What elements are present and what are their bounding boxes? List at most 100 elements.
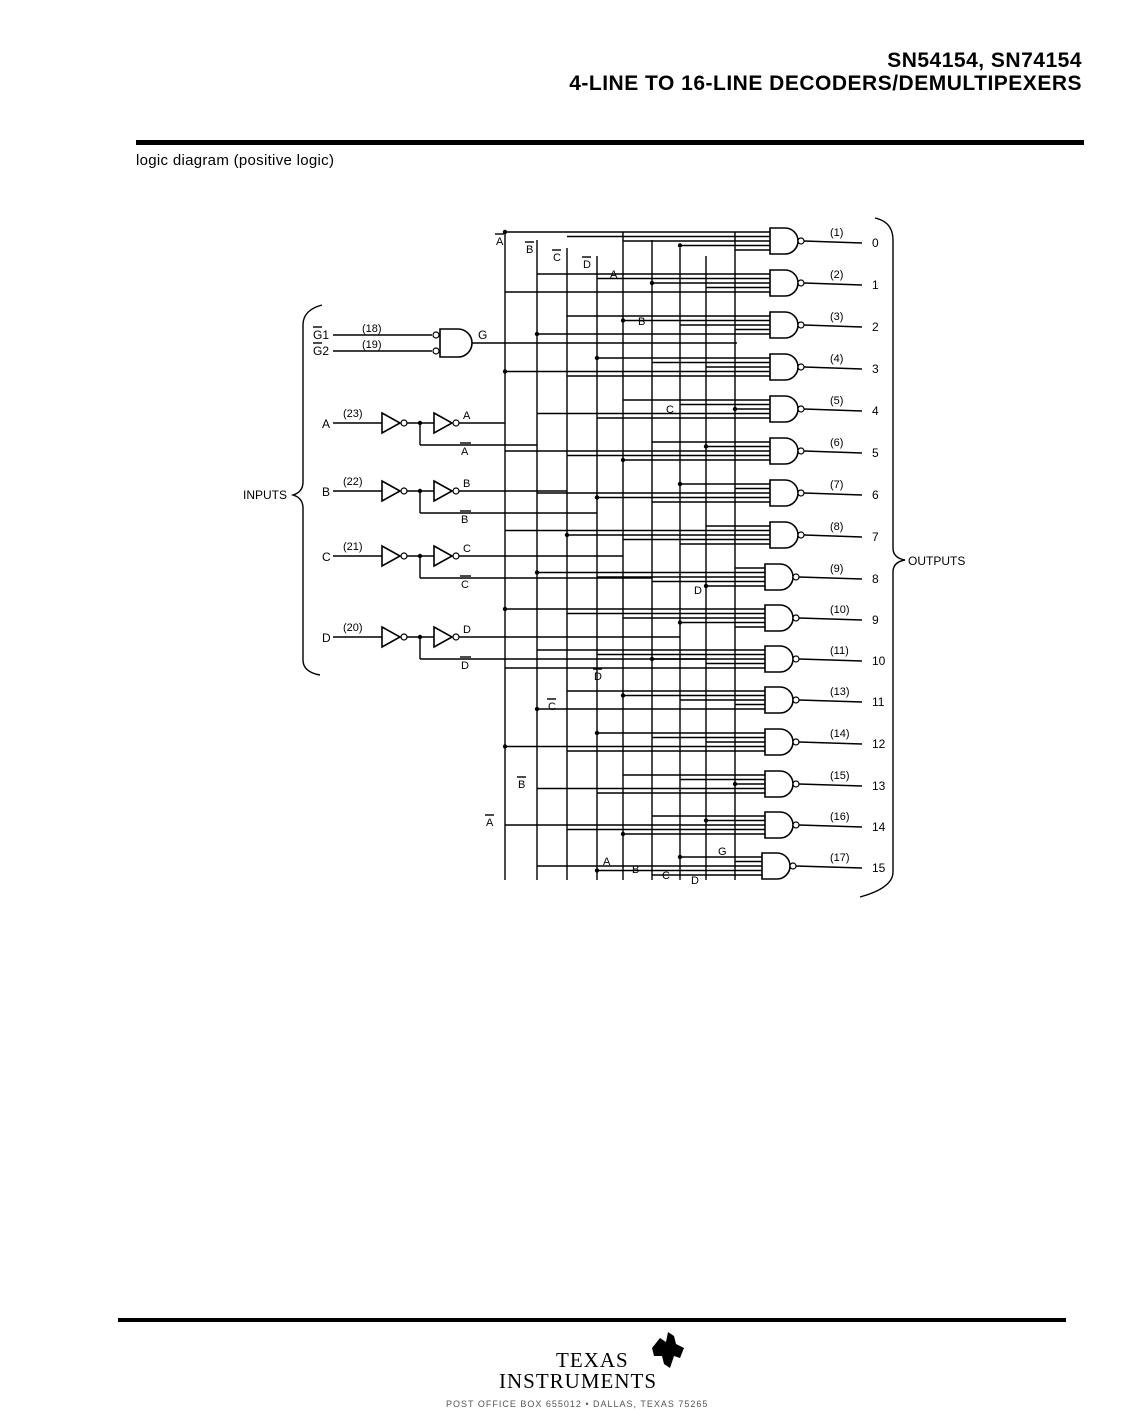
output-number-label: 4 xyxy=(872,404,879,418)
inversion-bubble xyxy=(452,487,460,495)
output-wire xyxy=(798,617,863,621)
junction-dot xyxy=(677,243,683,248)
junction-dot xyxy=(620,318,626,323)
diagram-caption: logic diagram (positive logic) xyxy=(136,152,335,169)
outputs-brace xyxy=(859,217,906,898)
output-wire xyxy=(803,450,863,454)
document-title: 4-LINE TO 16-LINE DECODERS/DEMULTIPEXERS xyxy=(569,72,1082,95)
ti-emblem-icon: ti xyxy=(652,1332,684,1368)
output-pin-label: (2) xyxy=(830,269,843,281)
nand-gate xyxy=(769,269,799,297)
junction-dot xyxy=(534,706,540,712)
true-output-label: B xyxy=(463,478,470,490)
part-numbers: SN54154, SN74154 xyxy=(887,49,1082,72)
bus-label: D xyxy=(694,585,702,597)
nand-gate xyxy=(769,479,799,507)
company-address: POST OFFICE BOX 655012 • DALLAS, TEXAS 7… xyxy=(446,1399,709,1409)
output-pin-label: (6) xyxy=(830,437,843,449)
input-section xyxy=(333,328,737,660)
inputs-brace xyxy=(290,304,323,676)
output-pin-label: (5) xyxy=(830,395,843,407)
bus-label: B xyxy=(526,244,533,256)
bus-label: A xyxy=(496,236,504,248)
output-pin-label: (13) xyxy=(830,686,850,698)
output-wire xyxy=(798,741,863,745)
inversion-bubble xyxy=(797,405,805,413)
nand-gate xyxy=(769,227,799,255)
nand-gate xyxy=(769,395,799,423)
inversion-bubble xyxy=(797,237,805,245)
bus-label: A xyxy=(610,269,618,281)
output-number-label: 12 xyxy=(872,737,886,751)
output-number-label: 14 xyxy=(872,820,886,834)
enable-pin-label: (18) xyxy=(362,323,382,335)
output-wire xyxy=(798,658,863,662)
nand-gates xyxy=(502,227,863,880)
true-output-label: C xyxy=(463,543,471,555)
junction-dot xyxy=(649,280,655,286)
enable-input-label: G2 xyxy=(313,344,329,358)
inversion-bubble xyxy=(452,633,460,641)
inversion-bubble xyxy=(452,552,460,560)
true-output-label: A xyxy=(463,410,471,422)
junction-dot xyxy=(534,570,540,575)
data-input-label: C xyxy=(322,550,331,564)
nand-gate xyxy=(769,353,799,381)
junction-dot xyxy=(677,620,683,625)
texas-instruments-logo: TEXAS INSTRUMENTS ti xyxy=(496,1330,696,1394)
outputs-label: OUTPUTS xyxy=(908,554,965,568)
junction-dot xyxy=(594,495,600,500)
inversion-bubble xyxy=(797,489,805,497)
output-wire xyxy=(803,366,863,370)
bus-label: A xyxy=(603,856,611,868)
enable-output-label: G xyxy=(478,328,487,342)
buffer xyxy=(433,625,454,649)
inversion-bubble xyxy=(432,331,440,339)
data-pin-label: (23) xyxy=(343,408,363,420)
nand-gate xyxy=(761,852,791,880)
buffer xyxy=(433,479,454,503)
junction-dot xyxy=(732,781,738,787)
output-number-label: 6 xyxy=(872,488,879,502)
enable-input-label: G1 xyxy=(313,328,329,342)
inversion-bubble xyxy=(432,347,440,355)
nand-gate xyxy=(769,311,799,339)
output-number-label: 8 xyxy=(872,572,879,586)
nand-gate xyxy=(764,604,794,632)
junction-dot xyxy=(703,818,709,823)
enable-pin-label: (19) xyxy=(362,339,382,351)
output-pin-label: (7) xyxy=(830,479,843,491)
output-pin-label: (3) xyxy=(830,311,843,323)
output-number-label: 13 xyxy=(872,779,886,793)
bus-label: B xyxy=(638,316,645,328)
data-input-label: B xyxy=(322,485,330,499)
complement-output-label: C xyxy=(461,579,469,591)
output-wire xyxy=(795,865,863,869)
nand-gate xyxy=(764,563,794,591)
output-wire xyxy=(803,408,863,412)
inversion-bubble xyxy=(792,573,800,581)
bus-label: D xyxy=(583,259,591,271)
output-pin-label: (15) xyxy=(830,770,850,782)
nand-gate xyxy=(764,811,794,839)
output-wire xyxy=(803,534,863,538)
complement-output-label: A xyxy=(461,446,469,458)
inversion-bubble xyxy=(789,862,797,870)
inverter xyxy=(381,411,402,435)
nand-gate xyxy=(764,645,794,673)
inversion-bubble xyxy=(797,447,805,455)
bus-label: G xyxy=(718,846,727,858)
output-wire xyxy=(803,240,863,244)
inverter xyxy=(381,625,402,649)
output-wire xyxy=(803,324,863,328)
output-pin-label: (9) xyxy=(830,563,843,575)
output-number-label: 9 xyxy=(872,613,879,627)
inversion-bubble xyxy=(797,363,805,371)
output-pin-label: (8) xyxy=(830,521,843,533)
junction-dot xyxy=(502,229,508,235)
data-pin-label: (21) xyxy=(343,541,363,553)
bus-label: A xyxy=(486,817,494,829)
output-number-label: 3 xyxy=(872,362,879,376)
buffer xyxy=(433,411,454,435)
